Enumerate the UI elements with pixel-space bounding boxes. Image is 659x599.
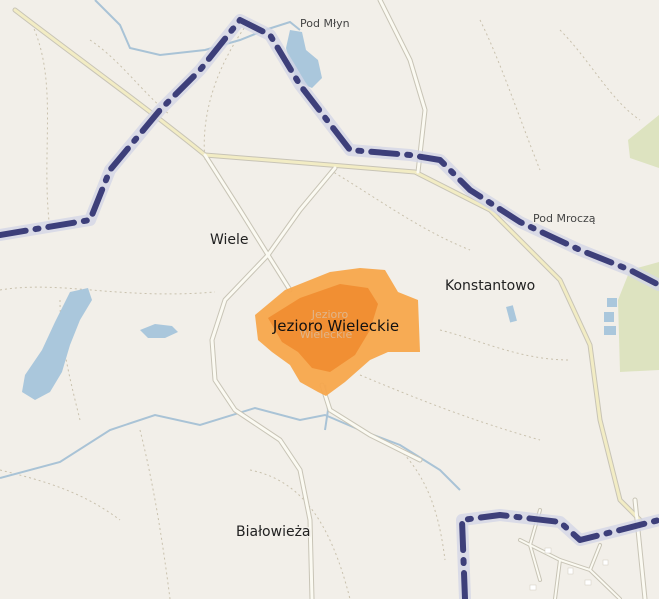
forest-areas [618,115,659,372]
label-pod-mrocza: Pod Mroczą [533,212,596,225]
track [29,19,51,231]
track [203,19,251,161]
label-wiele: Wiele [210,232,249,248]
buildings [529,547,609,591]
track [399,449,446,561]
pond-east-2 [604,312,614,322]
track [249,469,351,599]
track [359,374,541,441]
road-lake-south [320,383,422,462]
pond-small [140,324,178,338]
water-bodies [22,30,617,400]
pond-east-3 [604,326,616,335]
stream [94,0,301,57]
field-tracks [0,19,641,599]
road-main-east [203,153,642,522]
pond-tiny [506,305,517,323]
road-southeast [633,498,647,599]
track [479,19,541,171]
road-pod-mlyn [378,0,427,174]
label-jezioro-wieleckie[interactable]: Jezioro Wieleckie [272,317,399,335]
village-streets-fill [519,509,621,599]
lake-underlying-label-line1: Jezioro [311,308,349,321]
forest-area-northeast [628,115,659,168]
pond-east-1 [607,298,617,307]
admin-border [0,17,659,599]
stream [0,406,461,491]
road-bialowieza [210,253,314,599]
label-konstantowo: Konstantowo [445,278,535,294]
track [139,429,171,599]
place-labels: Pod Młyn Wiele Pod Mroczą Konstantowo Je… [209,16,598,542]
admin-border-south [459,512,659,599]
highlighted-lake[interactable]: Jezioro Wieleckie [255,268,420,396]
road-wiele-north [203,153,292,292]
track [89,39,171,116]
label-pod-mlyn: Pod Młyn [300,17,350,30]
admin-border-north [0,17,659,288]
label-bialowieza: Białowieża [236,524,311,540]
lake-underlying-label-line2: Wieleckie [300,328,353,341]
track [59,299,81,421]
forest-area-east [618,262,659,372]
road-wiele-northeast [266,166,337,257]
lake-west [22,288,92,400]
lake-highlight-inner[interactable] [268,284,378,372]
road-main-northwest [13,8,207,157]
roads [13,0,647,599]
